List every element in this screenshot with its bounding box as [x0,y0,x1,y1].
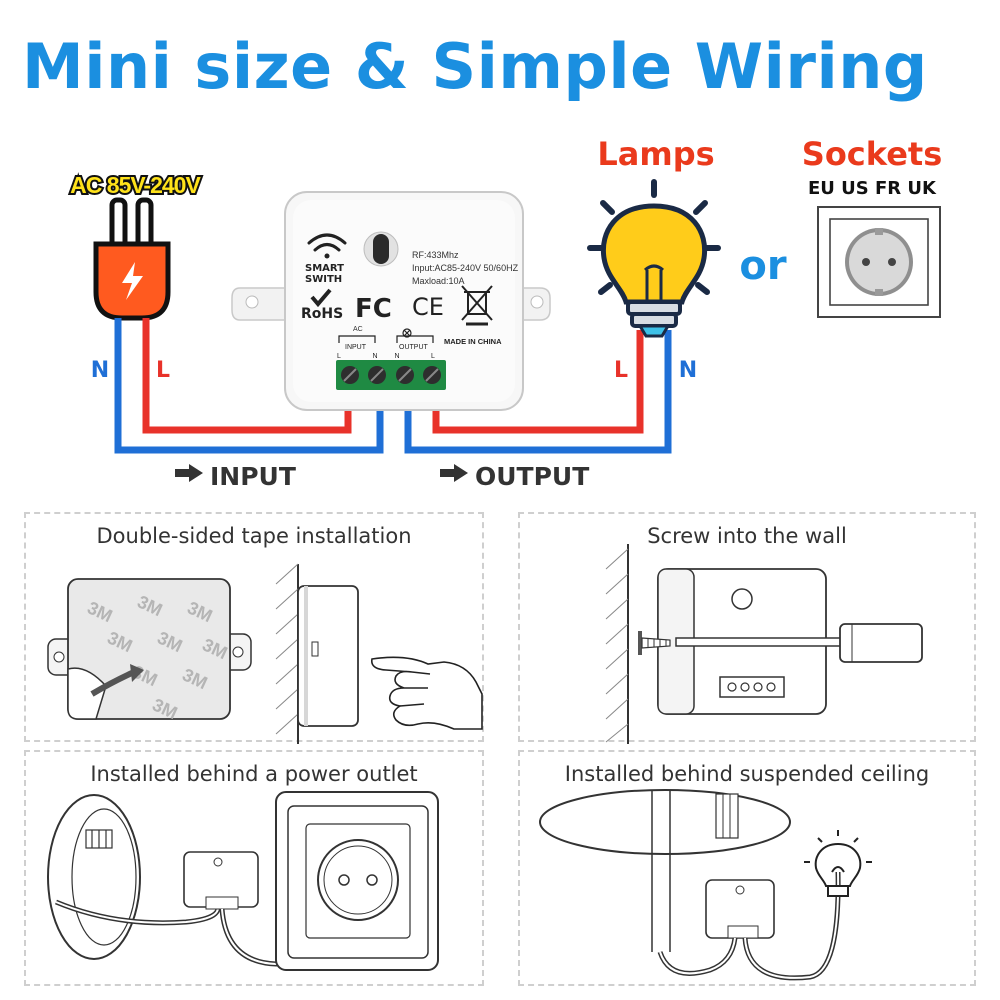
outlet-illustration [47,791,439,971]
panel-outlet-installation: Installed behind a power outlet [24,750,484,986]
lamp-bulb-icon [587,179,721,338]
left-live-label: L [156,358,170,383]
output-label: OUTPUT [475,462,589,491]
output-arrow-icon [440,464,468,482]
output-live-wire [432,330,644,434]
sockets-label: Sockets [802,135,942,173]
device-brand-line1: SMART [305,263,344,274]
terminal-block [719,676,785,698]
wiring-diagram: AC 85V-240V N L L N INPUT OUTPUT SMART [68,135,942,491]
ac-label: AC [353,326,363,333]
panel-outlet-title: Installed behind a power outlet [90,762,418,786]
spec-maxload: Maxload:10A [412,276,465,286]
panel-tape-title: Double-sided tape installation [96,524,412,548]
pressing-hand-icon [370,656,483,730]
terminal-input-label: INPUT [345,344,367,351]
or-label: or [739,243,786,289]
terminal-output-label: OUTPUT [399,344,429,351]
smart-switch-device: SMART SWITH RF:433Mhz Input:AC85-240V 50… [231,191,551,411]
made-in-label: MADE IN CHINA [444,337,502,346]
terminal-n1: N [372,353,377,360]
checkmark-icon [310,288,332,308]
terminal-block [336,360,446,390]
panel-ceiling-installation: Installed behind suspended ceiling [518,750,976,986]
panel-ceiling-title: Installed behind suspended ceiling [564,762,930,786]
device-brand-line2: SWITH [305,274,342,285]
screwdriver-icon [675,623,923,663]
weee-bin-icon [461,285,493,326]
input-label: INPUT [210,462,296,491]
input-neutral-wire [114,318,384,454]
output-neutral-wire [404,330,672,454]
right-live-label: L [614,358,628,383]
panel-screw-title: Screw into the wall [647,524,847,548]
screw-icon [638,631,671,655]
terminal-l1: L [337,353,341,360]
left-neutral-label: N [91,358,109,383]
fc-mark: FC [355,294,392,324]
terminal-l2: L [431,353,435,360]
rohs-mark: RoHS [301,306,343,322]
ceiling-illustration [539,789,872,981]
wifi-icon [307,233,347,259]
power-outlet-icon [275,791,439,971]
wall-socket-icon [817,206,941,318]
ceiling-lamp-icon [804,830,872,897]
screw-illustration [605,544,923,744]
terminal-legend [338,328,434,343]
tape-illustration: 3M 3M 3M 3M 3M 3M 3M 3M 3M [47,563,483,744]
socket-types-label: EU US FR UK [808,178,937,199]
power-plug-icon [93,197,171,321]
ce-mark: CE [412,293,444,321]
panel-tape-installation: Double-sided tape installation 3M 3M 3M … [24,512,484,744]
input-arrow-icon [175,464,203,482]
spec-input: Input:AC85-240V 50/60HZ [412,263,519,273]
spec-rf: RF:433Mhz [412,250,459,260]
right-neutral-label: N [679,358,697,383]
lamps-label: Lamps [597,135,714,173]
page-title: Mini size & Simple Wiring [22,30,928,103]
plug-voltage-label: AC 85V-240V [70,172,201,198]
terminal-n2: N [394,353,399,360]
panel-screw-installation: Screw into the wall [518,512,976,744]
input-live-wire [142,318,352,434]
